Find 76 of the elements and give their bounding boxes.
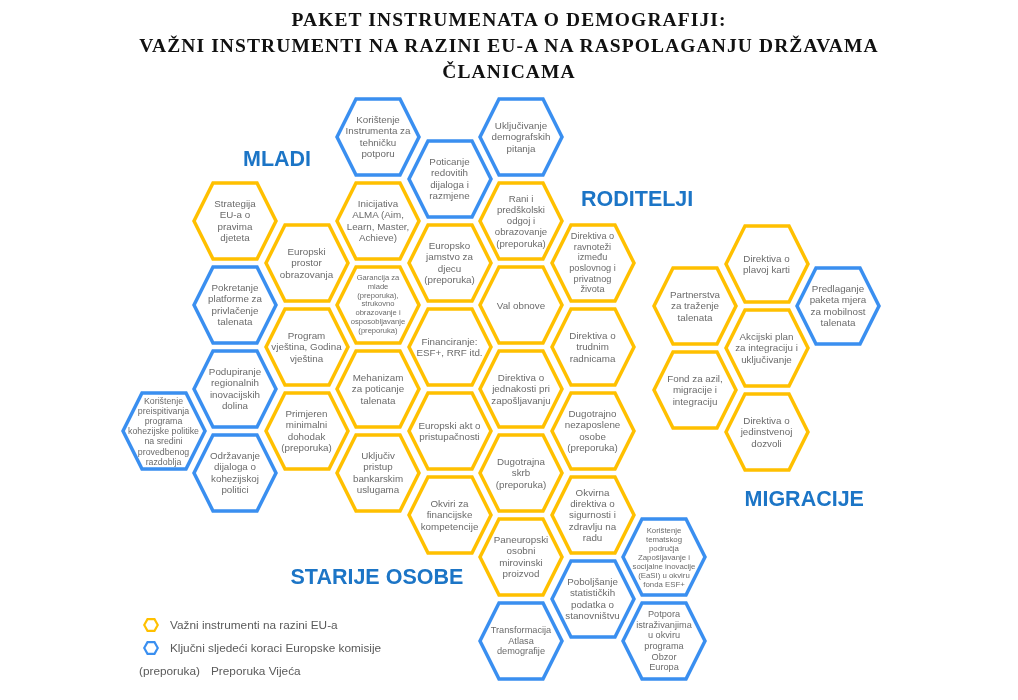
- instrument-hexagon: [723, 224, 810, 304]
- instrument-name: Održavanje dijaloga o kohezijskoj politici: [209, 450, 261, 496]
- instrument-hexagon: [263, 307, 350, 387]
- instrument-hexagon: [120, 391, 207, 471]
- instrument-hexagon: [478, 601, 564, 681]
- instrument-hexagon: [549, 391, 636, 471]
- diagram-title: PAKET INSTRUMENATA O DEMOGRAFIJI: VAŽNI INSTRUMENTI NA RAZINI EU-A NA RASPOLAGANJU DRŽAVAMA ČLANICAMA: [138, 8, 880, 84]
- group-heading: MIGRACIJE: [744, 488, 864, 512]
- instrument-name: Rani i predškolski odgoj i obrazovanje (preporuka): [494, 193, 548, 249]
- instrument-name: Direktiva o plavoj karti: [742, 252, 791, 276]
- instrument-hexagon: [621, 601, 707, 681]
- instrument-name: Okvirna direktiva o sigurnosti i zdravlju na radu: [568, 486, 617, 544]
- instrument-name: Partnerstva za traženje talenata: [669, 289, 721, 324]
- instrument-name: Akcijski plan za integraciju i uključivanje: [734, 331, 799, 366]
- legend-text: Ključni sljedeći koraci Europske komisije: [170, 641, 382, 655]
- instrument-hexagon: [723, 392, 810, 472]
- instrument-name: Dugotrajno nezaposlene osobe (preporuka): [564, 408, 621, 454]
- instrument-name: Direktiva o ravnoteži između poslovnog i privatnog života: [568, 231, 617, 296]
- instrument-name: Poticanje redovitih dijaloga i razmjene: [428, 156, 471, 202]
- instrument-name: Inicijativa ALMA (Aim, Learn, Master, Achieve): [346, 198, 410, 244]
- instrument-name: Poboljšanje statističkih podatka o stanovništvu: [564, 576, 621, 622]
- instrument-hexagon: [652, 350, 738, 430]
- instrument-name: Korištenje preispitivanja programa kohezijske politike na sredini provedbenog razdoblja: [127, 395, 200, 467]
- instrument-hexagon: [406, 307, 493, 387]
- instrument-hexagon: [478, 181, 564, 261]
- instrument-name: Uključivanje demografskih pitanja: [491, 120, 551, 155]
- group-heading: MLADI: [243, 148, 312, 172]
- instrument-hexagon: [192, 181, 278, 261]
- instrument-name: Val obnove: [496, 299, 546, 311]
- instrument-hexagon: [795, 266, 881, 346]
- instrument-hexagon: [263, 391, 350, 471]
- group-heading: RODITELJI: [581, 188, 694, 212]
- instrument-name: Financiranje: ESF+, RRF itd.: [415, 335, 484, 359]
- instrument-name: Predlaganje paketa mjera za mobilnost talenata: [809, 283, 867, 329]
- instrument-hexagon: [478, 433, 564, 513]
- instrument-hexagon: [723, 308, 810, 388]
- instrument-hexagon: [478, 517, 564, 597]
- instrument-hexagon: [549, 475, 636, 555]
- instrument-name: Strategija EU-a o pravima djeteta: [213, 198, 257, 244]
- instrument-hexagon: [652, 266, 738, 346]
- instrument-hexagon: [406, 139, 493, 219]
- instrument-hexagon: [478, 97, 564, 177]
- instrument-name: Korištenje Instrumenta za tehničku potporu: [345, 114, 411, 160]
- instrument-hexagon: [406, 475, 493, 555]
- instrument-hexagon: [549, 307, 636, 387]
- instrument-hexagon: [549, 223, 636, 303]
- legend-text: Važni instrumenti na razini EU-a: [170, 618, 338, 632]
- instrument-name: Potpora istraživanjima u okviru programa Obzor Europa: [635, 609, 693, 674]
- instrument-name: Direktiva o jedinstvenoj dozvoli: [740, 415, 793, 450]
- instrument-name: Primjeren minimalni dohodak (preporuka): [280, 408, 333, 454]
- instrument-hexagon: [621, 517, 707, 597]
- instrument-name: Podupiranje regionalnih inovacijskih dolina: [208, 366, 262, 412]
- group-heading: STARIJE OSOBE: [290, 566, 464, 590]
- instrument-name: Dugotrajna skrb (preporuka): [495, 456, 547, 491]
- instrument-name: Direktiva o trudnim radnicama: [568, 330, 617, 365]
- instrument-hexagon: [335, 181, 421, 261]
- instrument-hexagon: [335, 265, 421, 345]
- instrument-hexagon: [335, 433, 421, 513]
- instrument-name: Uključiv pristup bankarskim uslugama: [352, 450, 404, 496]
- instrument-name: Okviri za financijske kompetencije: [420, 498, 479, 533]
- instrument-name: Program vještina, Godina vještina: [270, 330, 343, 365]
- instrument-hexagon: [192, 265, 278, 345]
- instrument-name: Europski prostor obrazovanja: [279, 246, 334, 281]
- instrument-name: Transformacija Atlasa demografije: [490, 625, 552, 657]
- instrument-hexagon: [406, 391, 493, 471]
- instrument-name: Direktiva o jednakosti pri zapošljavanju: [490, 372, 552, 407]
- instrument-hexagon: [478, 265, 564, 345]
- legend-text: Preporuka Vijeća: [211, 664, 301, 678]
- instrument-name: Pokretanje platforme za privlačenje talenata: [207, 282, 263, 328]
- instrument-name: Europsko jamstvo za djecu (preporuka): [423, 240, 476, 286]
- instrument-name: Fond za azil, migracije i integraciju: [666, 373, 724, 408]
- instrument-name: Mehanizam za poticanje talenata: [351, 372, 405, 407]
- instrument-name: Paneuropski osobni mirovinski proizvod: [493, 534, 549, 580]
- instrument-name: Europski akt o pristupačnosti: [417, 419, 482, 443]
- legend-key: (preporuka): [139, 664, 200, 678]
- instrument-hexagon: [335, 97, 421, 177]
